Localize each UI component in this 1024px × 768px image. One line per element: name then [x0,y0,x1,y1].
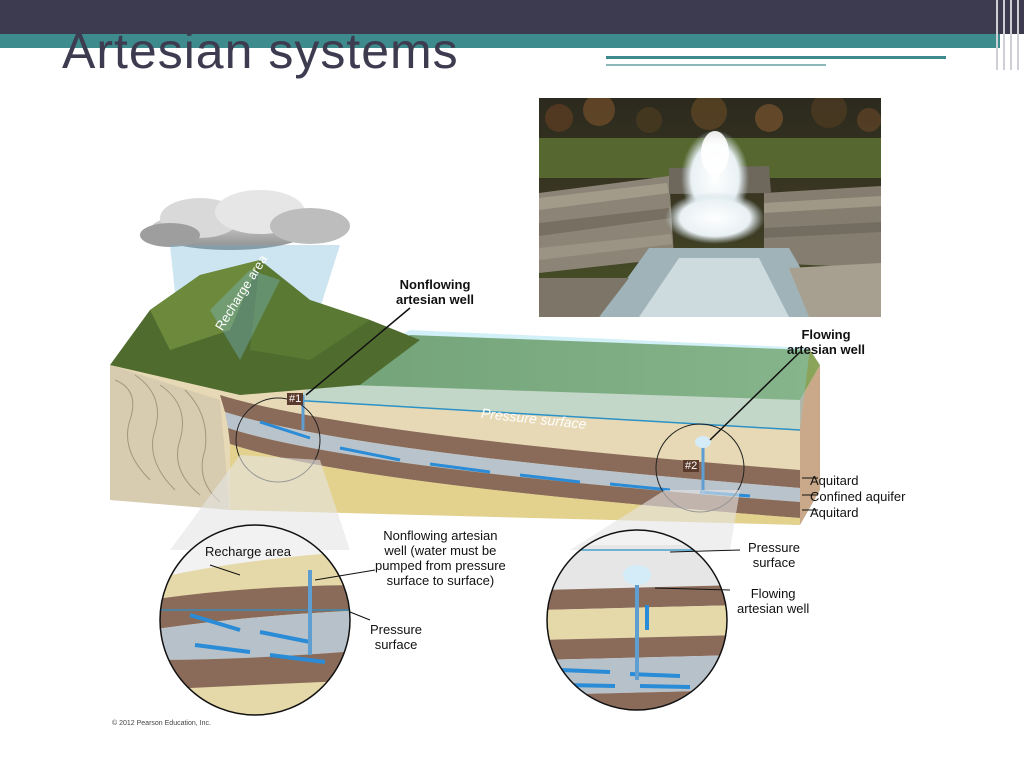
header-stripe [1003,0,1005,70]
copyright-notice: © 2012 Pearson Education, Inc. [112,720,211,727]
slide-title: Artesian systems [62,23,459,79]
header-accent-line-secondary [606,64,826,66]
artesian-well-photo [539,98,881,317]
marker-1: #1 [287,393,304,405]
header-stripe [1017,0,1019,70]
label-nonflowing-well-main: Nonflowing artesian well [396,277,475,307]
label-inset1-recharge-area: Recharge area [205,544,291,559]
label-confined-aquifer: Confined aquifer [810,489,906,504]
header-stripe [1010,0,1012,70]
marker-2: #2 [683,460,700,472]
header-bar [0,0,1024,34]
label-inset2-pressure-surface: Pressure surface [748,540,801,570]
label-aquitard-top: Aquitard [810,473,859,488]
well-spray [695,436,711,448]
label-flowing-well-main: Flowing artesian well [787,327,866,357]
header-accent-line [606,56,946,59]
artesian-system-diagram [110,190,930,730]
header-stripe [996,0,998,70]
label-inset2-flowing-well: Flowing artesian well [737,586,810,616]
label-aquitard-bottom: Aquitard [810,505,859,520]
header-accent-band [0,34,1000,48]
label-inset1-pressure-surface: Pressure surface [370,622,423,652]
inset-flowing-well [546,529,741,711]
inset-nonflowing-well [159,524,376,716]
label-inset1-nonflowing-well: Nonflowing artesian well (water must be … [375,528,506,588]
rain-cloud [140,190,350,250]
